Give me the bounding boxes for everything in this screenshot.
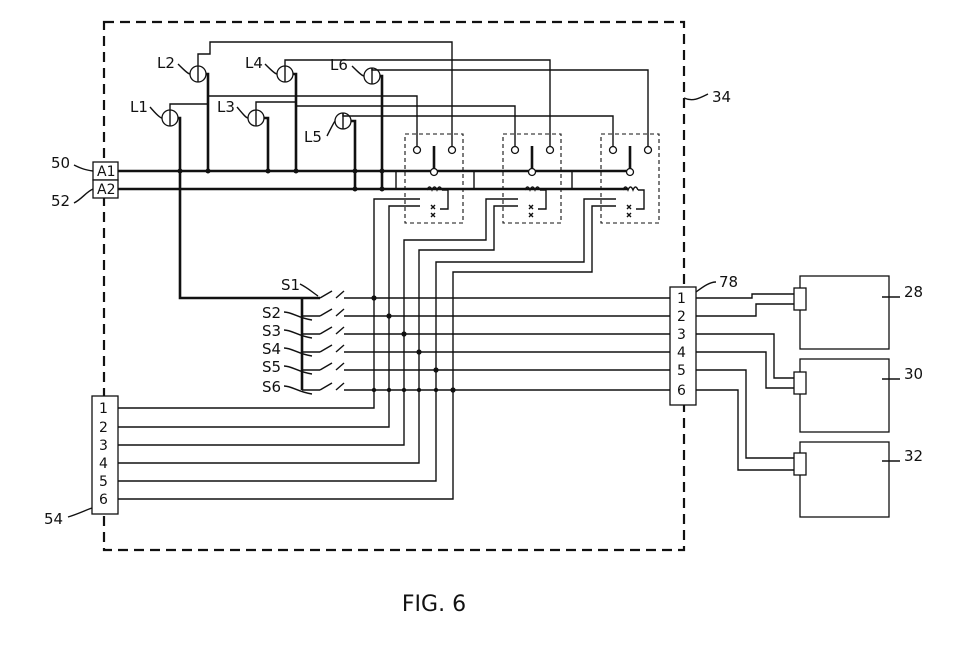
switch-s4: S4 — [262, 340, 345, 358]
left-connector-54: 1 2 3 4 5 6 — [91, 395, 119, 515]
right-pin-6: 6 — [677, 383, 686, 399]
lamp-l5: L5 — [304, 112, 352, 146]
ref-54: 54 — [44, 510, 63, 528]
device-30: 30 — [793, 358, 923, 433]
ref-50-leader — [73, 164, 94, 172]
switch-s5-label: S5 — [262, 358, 281, 376]
lamp-l4: L4 — [245, 54, 294, 83]
device-32-label: 32 — [904, 447, 923, 465]
ref-50: 50 — [51, 154, 70, 172]
lamp-l1-label: L1 — [130, 98, 148, 116]
enclosure-box — [102, 20, 686, 552]
switch-s3-label: S3 — [262, 322, 281, 340]
right-pin-2: 2 — [677, 309, 686, 325]
left-pin-3: 3 — [99, 438, 108, 454]
left-pin-2: 2 — [99, 420, 108, 436]
right-pin-5: 5 — [677, 363, 686, 379]
device-wiring — [696, 293, 794, 471]
enclosure-ref: 34 — [712, 88, 731, 106]
terminal-a2-label: A2 — [97, 182, 115, 198]
switch-output-rows — [344, 297, 670, 391]
right-pin-1: 1 — [677, 291, 686, 307]
figure-caption: FIG. 6 — [402, 592, 466, 617]
left-pin-4: 4 — [99, 456, 108, 472]
relay-module-2 — [473, 133, 562, 224]
ref-78-leader — [695, 281, 717, 293]
switch-s2-label: S2 — [262, 304, 281, 322]
switch-s5: S5 — [262, 358, 345, 376]
relay-module-3 — [571, 133, 660, 224]
lamp-l2: L2 — [157, 54, 207, 83]
terminal-a1-label: A1 — [97, 164, 115, 180]
matrix-junctions — [371, 295, 456, 393]
ref-52: 52 — [51, 192, 70, 210]
switch-s1-label: S1 — [281, 276, 300, 294]
bus-terminal-block: A1 A2 — [92, 161, 119, 199]
ref-78: 78 — [719, 273, 738, 291]
right-pin-4: 4 — [677, 345, 686, 361]
relay-coil-wiring — [373, 198, 616, 298]
lamp-l3-label: L3 — [217, 98, 235, 116]
device-28-label: 28 — [904, 283, 923, 301]
switch-s4-label: S4 — [262, 340, 281, 358]
ref-54-leader — [67, 507, 93, 518]
lamp-relay-wiring — [169, 41, 649, 147]
device-32: 32 — [793, 441, 923, 518]
switch-s3: S3 — [262, 322, 345, 340]
lamp-l3: L3 — [217, 98, 265, 127]
switch-s1: S1 — [281, 276, 345, 299]
switch-s6-label: S6 — [262, 378, 281, 396]
ref-52-leader — [73, 188, 94, 204]
bus-lines — [118, 169, 628, 191]
device-30-label: 30 — [904, 365, 923, 383]
left-pin-5: 5 — [99, 474, 108, 490]
matrix-columns — [118, 298, 454, 500]
lamp-l1: L1 — [130, 98, 179, 127]
lamp-l4-label: L4 — [245, 54, 263, 72]
lamp-bus-wiring — [177, 72, 385, 192]
switch-s6: S6 — [262, 378, 345, 396]
lamp-l5-label: L5 — [304, 128, 322, 146]
lamp-l6-label: L6 — [330, 56, 348, 74]
device-28: 28 — [793, 275, 923, 350]
right-connector-78: 1 2 3 4 5 6 — [669, 286, 697, 406]
enclosure-leader — [683, 93, 709, 101]
left-pin-6: 6 — [99, 492, 108, 508]
right-pin-3: 3 — [677, 327, 686, 343]
relay-module-1 — [395, 133, 464, 224]
left-pin-1: 1 — [99, 401, 108, 417]
switch-s2: S2 — [262, 304, 345, 322]
lamp-l2-label: L2 — [157, 54, 175, 72]
